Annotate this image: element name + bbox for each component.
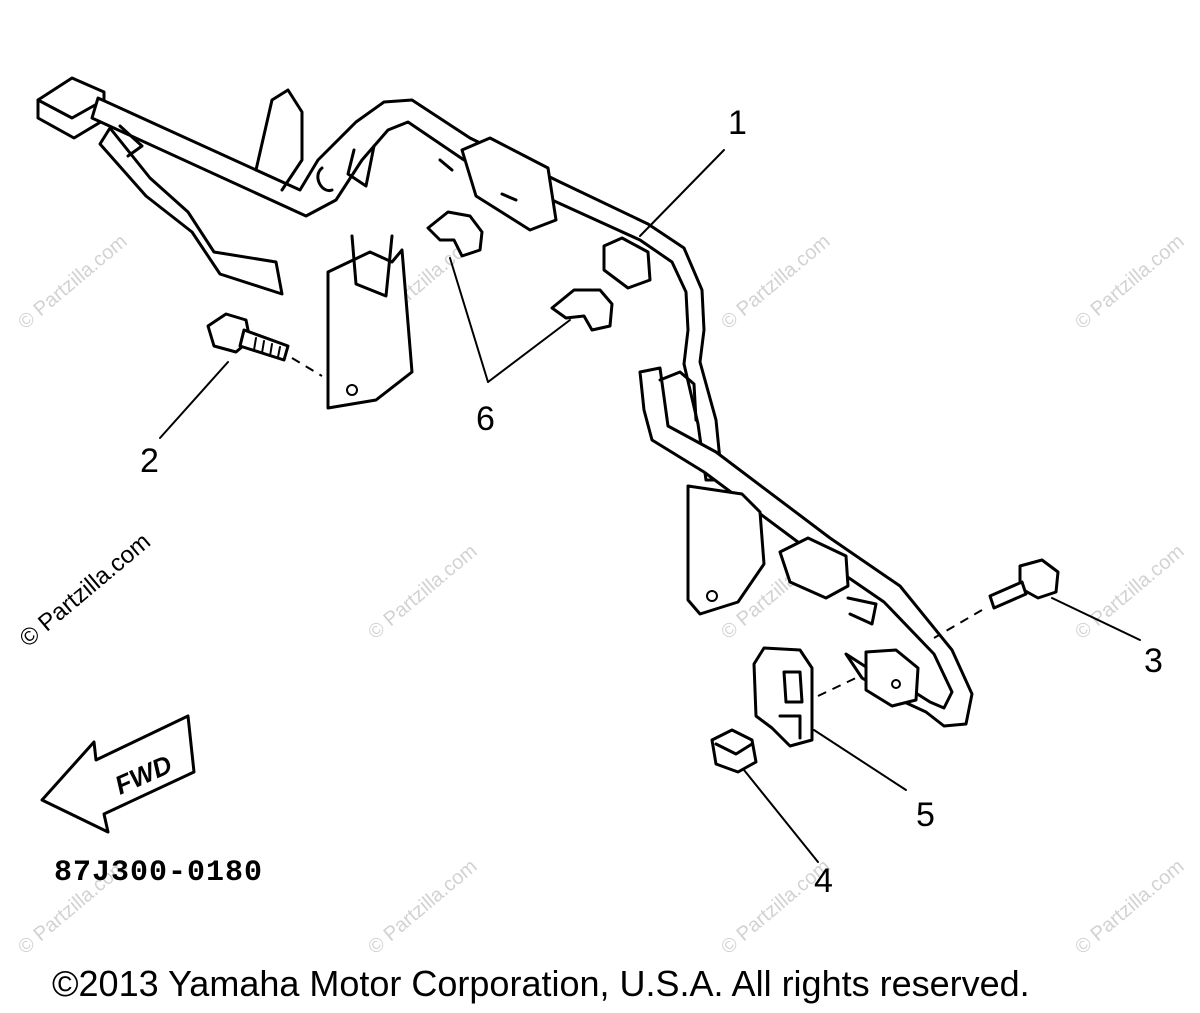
- callout-6: 6: [476, 400, 495, 438]
- callout-numbers: 1 2 3 4 5 6: [140, 104, 1163, 900]
- clip-part-5[interactable]: [752, 646, 861, 748]
- frame-bracket-part-1[interactable]: [36, 76, 974, 728]
- callout-5: 5: [916, 796, 935, 834]
- copyright-notice: ©2013 Yamaha Motor Corporation, U.S.A. A…: [52, 963, 1030, 1004]
- watermark: © Partzilla.com: [717, 230, 834, 333]
- clamp-part-6a[interactable]: [426, 210, 484, 258]
- forward-arrow-icon: FWD: [40, 714, 196, 834]
- leader-lines: [159, 149, 1141, 863]
- watermark: © Partzilla.com: [14, 230, 131, 333]
- bolt-part-2[interactable]: [206, 312, 323, 377]
- watermark: © Partzilla.com: [364, 855, 481, 958]
- clamp-part-6b[interactable]: [550, 288, 614, 332]
- watermark: © Partzilla.com: [364, 540, 481, 643]
- nut-part-4[interactable]: [710, 728, 758, 774]
- callout-2: 2: [140, 442, 159, 480]
- watermark: © Partzilla.com: [1071, 540, 1188, 643]
- bolt-part-3[interactable]: [933, 558, 1060, 639]
- diagram-code: 87J300-0180: [54, 856, 263, 890]
- watermark-strong: © Partzilla.com: [15, 528, 156, 653]
- callout-1: 1: [728, 104, 747, 142]
- callout-4: 4: [814, 862, 833, 900]
- callout-3: 3: [1144, 642, 1163, 680]
- watermark: © Partzilla.com: [1071, 230, 1188, 333]
- watermark: © Partzilla.com: [1071, 855, 1188, 958]
